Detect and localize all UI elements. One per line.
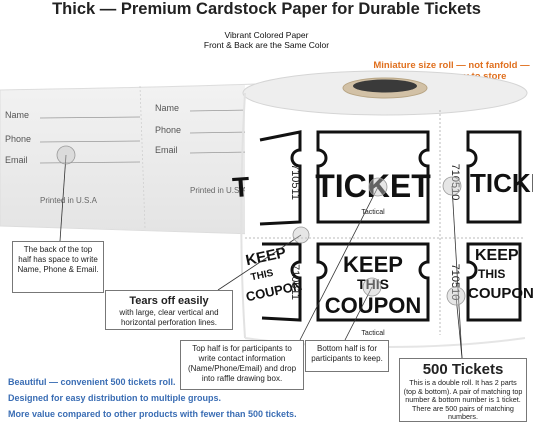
benefit-line-3: More value compared to other products wi… <box>8 409 297 419</box>
roll-core-hole <box>353 79 417 93</box>
leader-lines <box>59 154 463 359</box>
strip-field-name-right: Name <box>155 103 179 113</box>
strip-fields-right: Name Phone Email Printed in U.S.A <box>155 103 251 195</box>
svg-text:THIS: THIS <box>478 267 505 281</box>
callout-back-half-text: The back of the top half has space to wr… <box>17 245 99 274</box>
subheadline-line-1: Vibrant Colored Paper <box>224 30 309 40</box>
strip-field-email-left: Email <box>5 155 28 165</box>
ticket-brand-top: Tactical <box>361 209 385 216</box>
strip-field-email-right: Email <box>155 145 178 155</box>
callout-top-half-text: Top half is for participants to write co… <box>187 344 297 383</box>
callout-back-half: The back of the top half has space to wr… <box>12 241 104 293</box>
callout-bottom-half: Bottom half is for participants to keep. <box>305 340 389 372</box>
callout-500-tickets: 500 Tickets This is a double roll. It ha… <box>399 358 527 422</box>
svg-text:COUPON: COUPON <box>468 285 533 302</box>
svg-text:KEEP: KEEP <box>475 247 519 264</box>
highlight-markers <box>56 145 466 306</box>
strip-printed-right: Printed in U.S.A <box>190 186 248 195</box>
ticket-top-outline <box>259 130 522 226</box>
ticket-word-side: TICKET <box>470 168 533 198</box>
ticket-brand-bottom: Tactical <box>361 330 385 337</box>
headline: Thick — Premium Cardstock Paper for Dura… <box>52 0 481 18</box>
subheadline: Vibrant Colored Paper Front & Back are t… <box>0 30 533 50</box>
strip-field-name-left: Name <box>5 110 29 120</box>
bottom-benefits: Beautiful — convenient 500 tickets roll.… <box>8 376 338 424</box>
strip-fields-left: Name Phone Email Printed in U.S.A <box>5 110 141 205</box>
strip-printed-left: Printed in U.S.A <box>40 196 98 205</box>
coupon-side-right: KEEP THIS COUPON <box>468 247 533 302</box>
roll-outer <box>245 85 520 338</box>
callout-bottom-half-text: Bottom half is for participants to keep. <box>311 344 383 363</box>
callout-tears-body: with large, clear vertical and horizonta… <box>119 308 219 327</box>
roll-body <box>240 70 528 348</box>
callout-tears-title: Tears off easily <box>129 295 209 307</box>
serial-number-bottom-left: 710511 <box>289 264 301 300</box>
orange-note-line-1: Miniature size roll — not fanfold — <box>373 60 530 71</box>
callout-top-half: Top half is for participants to write co… <box>180 340 304 390</box>
ticket-word-main: TICKET <box>315 168 431 204</box>
strip-field-phone-left: Phone <box>5 134 31 144</box>
serial-number-top-left: 710511 <box>289 164 301 200</box>
roll-left-edge <box>240 92 246 339</box>
ticket-side-letter-left: T <box>231 171 250 203</box>
coupon-coupon: COUPON <box>325 293 422 318</box>
svg-text:THIS: THIS <box>250 268 275 284</box>
strip-field-phone-right: Phone <box>155 125 181 135</box>
callout-tears-off: Tears off easily with large, clear verti… <box>105 290 233 330</box>
callout-tickets-title: 500 Tickets <box>422 361 504 378</box>
subheadline-line-2: Front & Back are the Same Color <box>203 40 330 50</box>
benefit-line-1: Beautiful — convenient 500 tickets roll. <box>8 377 176 387</box>
callout-tickets-body: This is a double roll. It has 2 parts (t… <box>403 378 523 421</box>
coupon-keep: KEEP <box>343 252 403 277</box>
ticket-bottom-outline <box>261 242 522 322</box>
benefit-line-2: Designed for easy distribution to multip… <box>8 393 222 403</box>
unrolled-strip <box>0 83 256 235</box>
